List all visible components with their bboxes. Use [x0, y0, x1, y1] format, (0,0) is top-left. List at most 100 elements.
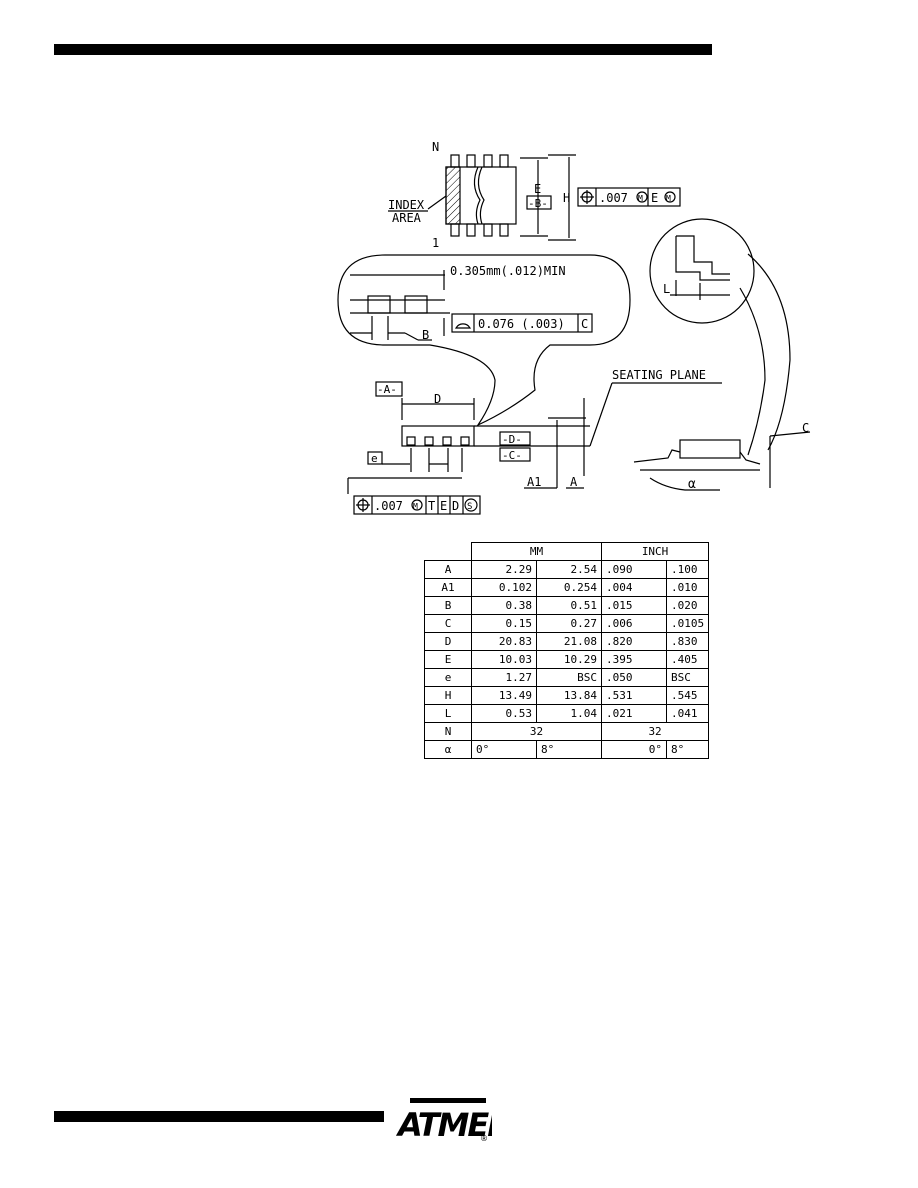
seating-plane-label: SEATING PLANE	[612, 368, 706, 382]
inch-min: .531	[601, 686, 667, 705]
label-c: C	[802, 421, 809, 435]
tol-1-e: E	[651, 191, 658, 205]
table-row: L 0.53 1.04 .021 .041	[424, 704, 710, 723]
tol-2-d: D	[452, 499, 459, 513]
table-corner	[424, 542, 472, 561]
header-inch: INCH	[600, 542, 710, 561]
mm-max: 13.84	[536, 686, 602, 705]
table-row: H 13.49 13.84 .531 .545	[424, 686, 710, 705]
row-symbol: H	[424, 686, 472, 705]
inch-max: .0105	[665, 614, 710, 633]
inch-count: 32	[600, 722, 710, 741]
mm-max: 0.51	[536, 596, 602, 615]
coplanarity-ref: C	[581, 317, 588, 331]
row-symbol: B	[424, 596, 472, 615]
mm-max: 1.04	[536, 704, 602, 723]
side-view: -A- D -D- -C- SEATING PLANE A1 A e	[347, 368, 722, 515]
pin-n-label: N	[432, 140, 439, 154]
datum-b: -B-	[528, 197, 548, 210]
mm-min: 20.83	[471, 632, 537, 651]
tol-1-value: .007	[599, 191, 628, 205]
detail-bubble: 0.305mm(.012)MIN 0.076 (.003) C B	[337, 254, 631, 427]
inch-max: 8°	[665, 740, 710, 759]
row-symbol: E	[424, 650, 472, 669]
inch-min: 0°	[601, 740, 667, 759]
inch-min: .021	[601, 704, 667, 723]
label-e: e	[371, 452, 378, 465]
mm-max: 0.254	[536, 578, 602, 597]
mm-max: 0.27	[536, 614, 602, 633]
row-symbol: C	[424, 614, 472, 633]
inch-min: .395	[601, 650, 667, 669]
tol-1-m: M	[638, 194, 643, 203]
registered-mark: ®	[480, 1134, 488, 1143]
row-symbol: L	[424, 704, 472, 723]
row-symbol: A1	[424, 578, 472, 597]
row-symbol: e	[424, 668, 472, 687]
mm-max: 21.08	[536, 632, 602, 651]
inch-min: .006	[601, 614, 667, 633]
header-rule	[54, 44, 712, 55]
tol-2-e: E	[440, 499, 447, 513]
table-body: A 2.29 2.54 .090 .100 A1 0.102 0.254 .00…	[424, 560, 710, 759]
mm-max: 8°	[536, 740, 602, 759]
end-view: L α C	[633, 218, 811, 492]
tol-2-t: T	[428, 499, 435, 513]
row-symbol: A	[424, 560, 472, 579]
table-row-alpha: α 0° 8° 0° 8°	[424, 740, 710, 759]
table-row-n: N 32 32	[424, 722, 710, 741]
table-row: C 0.15 0.27 .006 .0105	[424, 614, 710, 633]
inch-max: .020	[665, 596, 710, 615]
mm-min: 0°	[471, 740, 537, 759]
mm-max: BSC	[536, 668, 602, 687]
coplanarity-value: 0.076 (.003)	[478, 317, 565, 331]
tol-2-s: S	[467, 502, 472, 512]
inch-min: .050	[601, 668, 667, 687]
row-symbol: D	[424, 632, 472, 651]
datum-a: -A-	[377, 383, 397, 396]
inch-min: .004	[601, 578, 667, 597]
datum-c: -C-	[502, 449, 522, 462]
min-note: 0.305mm(.012)MIN	[450, 264, 566, 278]
table-row: e 1.27 BSC .050 BSC	[424, 668, 710, 687]
dimension-table: MM INCH A 2.29 2.54 .090 .100 A1 0.102 0…	[424, 542, 710, 759]
mm-min: 13.49	[471, 686, 537, 705]
tol-2-value: .007	[374, 499, 403, 513]
dim-d-label: D	[434, 392, 441, 406]
area-label: AREA	[392, 211, 422, 225]
inch-max: .405	[665, 650, 710, 669]
table-row: A 2.29 2.54 .090 .100	[424, 560, 710, 579]
mm-max: 10.29	[536, 650, 602, 669]
mm-min: 10.03	[471, 650, 537, 669]
mm-min: 2.29	[471, 560, 537, 579]
inch-min: .090	[601, 560, 667, 579]
pin-1-label: 1	[432, 236, 439, 250]
inch-max: .010	[665, 578, 710, 597]
inch-max: .100	[665, 560, 710, 579]
mm-min: 0.15	[471, 614, 537, 633]
footer-rule	[54, 1111, 384, 1122]
index-label: INDEX	[388, 198, 425, 212]
dim-h-label: H	[563, 191, 570, 205]
mm-max: 2.54	[536, 560, 602, 579]
table-header-row: MM INCH	[424, 542, 710, 561]
inch-min: .015	[601, 596, 667, 615]
table-row: D 20.83 21.08 .820 .830	[424, 632, 710, 651]
mm-min: 0.102	[471, 578, 537, 597]
mm-min: 0.53	[471, 704, 537, 723]
row-symbol: α	[424, 740, 472, 759]
tol-1-m2: M	[666, 194, 671, 203]
table-row: E 10.03 10.29 .395 .405	[424, 650, 710, 669]
label-a1: A1	[527, 475, 541, 489]
mm-min: 0.38	[471, 596, 537, 615]
label-b: B	[422, 328, 429, 342]
index-area-hatch	[445, 166, 461, 225]
label-l: L	[663, 282, 670, 296]
table-row: B 0.38 0.51 .015 .020	[424, 596, 710, 615]
inch-max: BSC	[665, 668, 710, 687]
row-symbol: N	[424, 722, 472, 741]
logo-text: ATMEL	[396, 1106, 492, 1144]
tol-2-m: M	[413, 502, 418, 511]
lead-detail-circle	[649, 218, 755, 324]
